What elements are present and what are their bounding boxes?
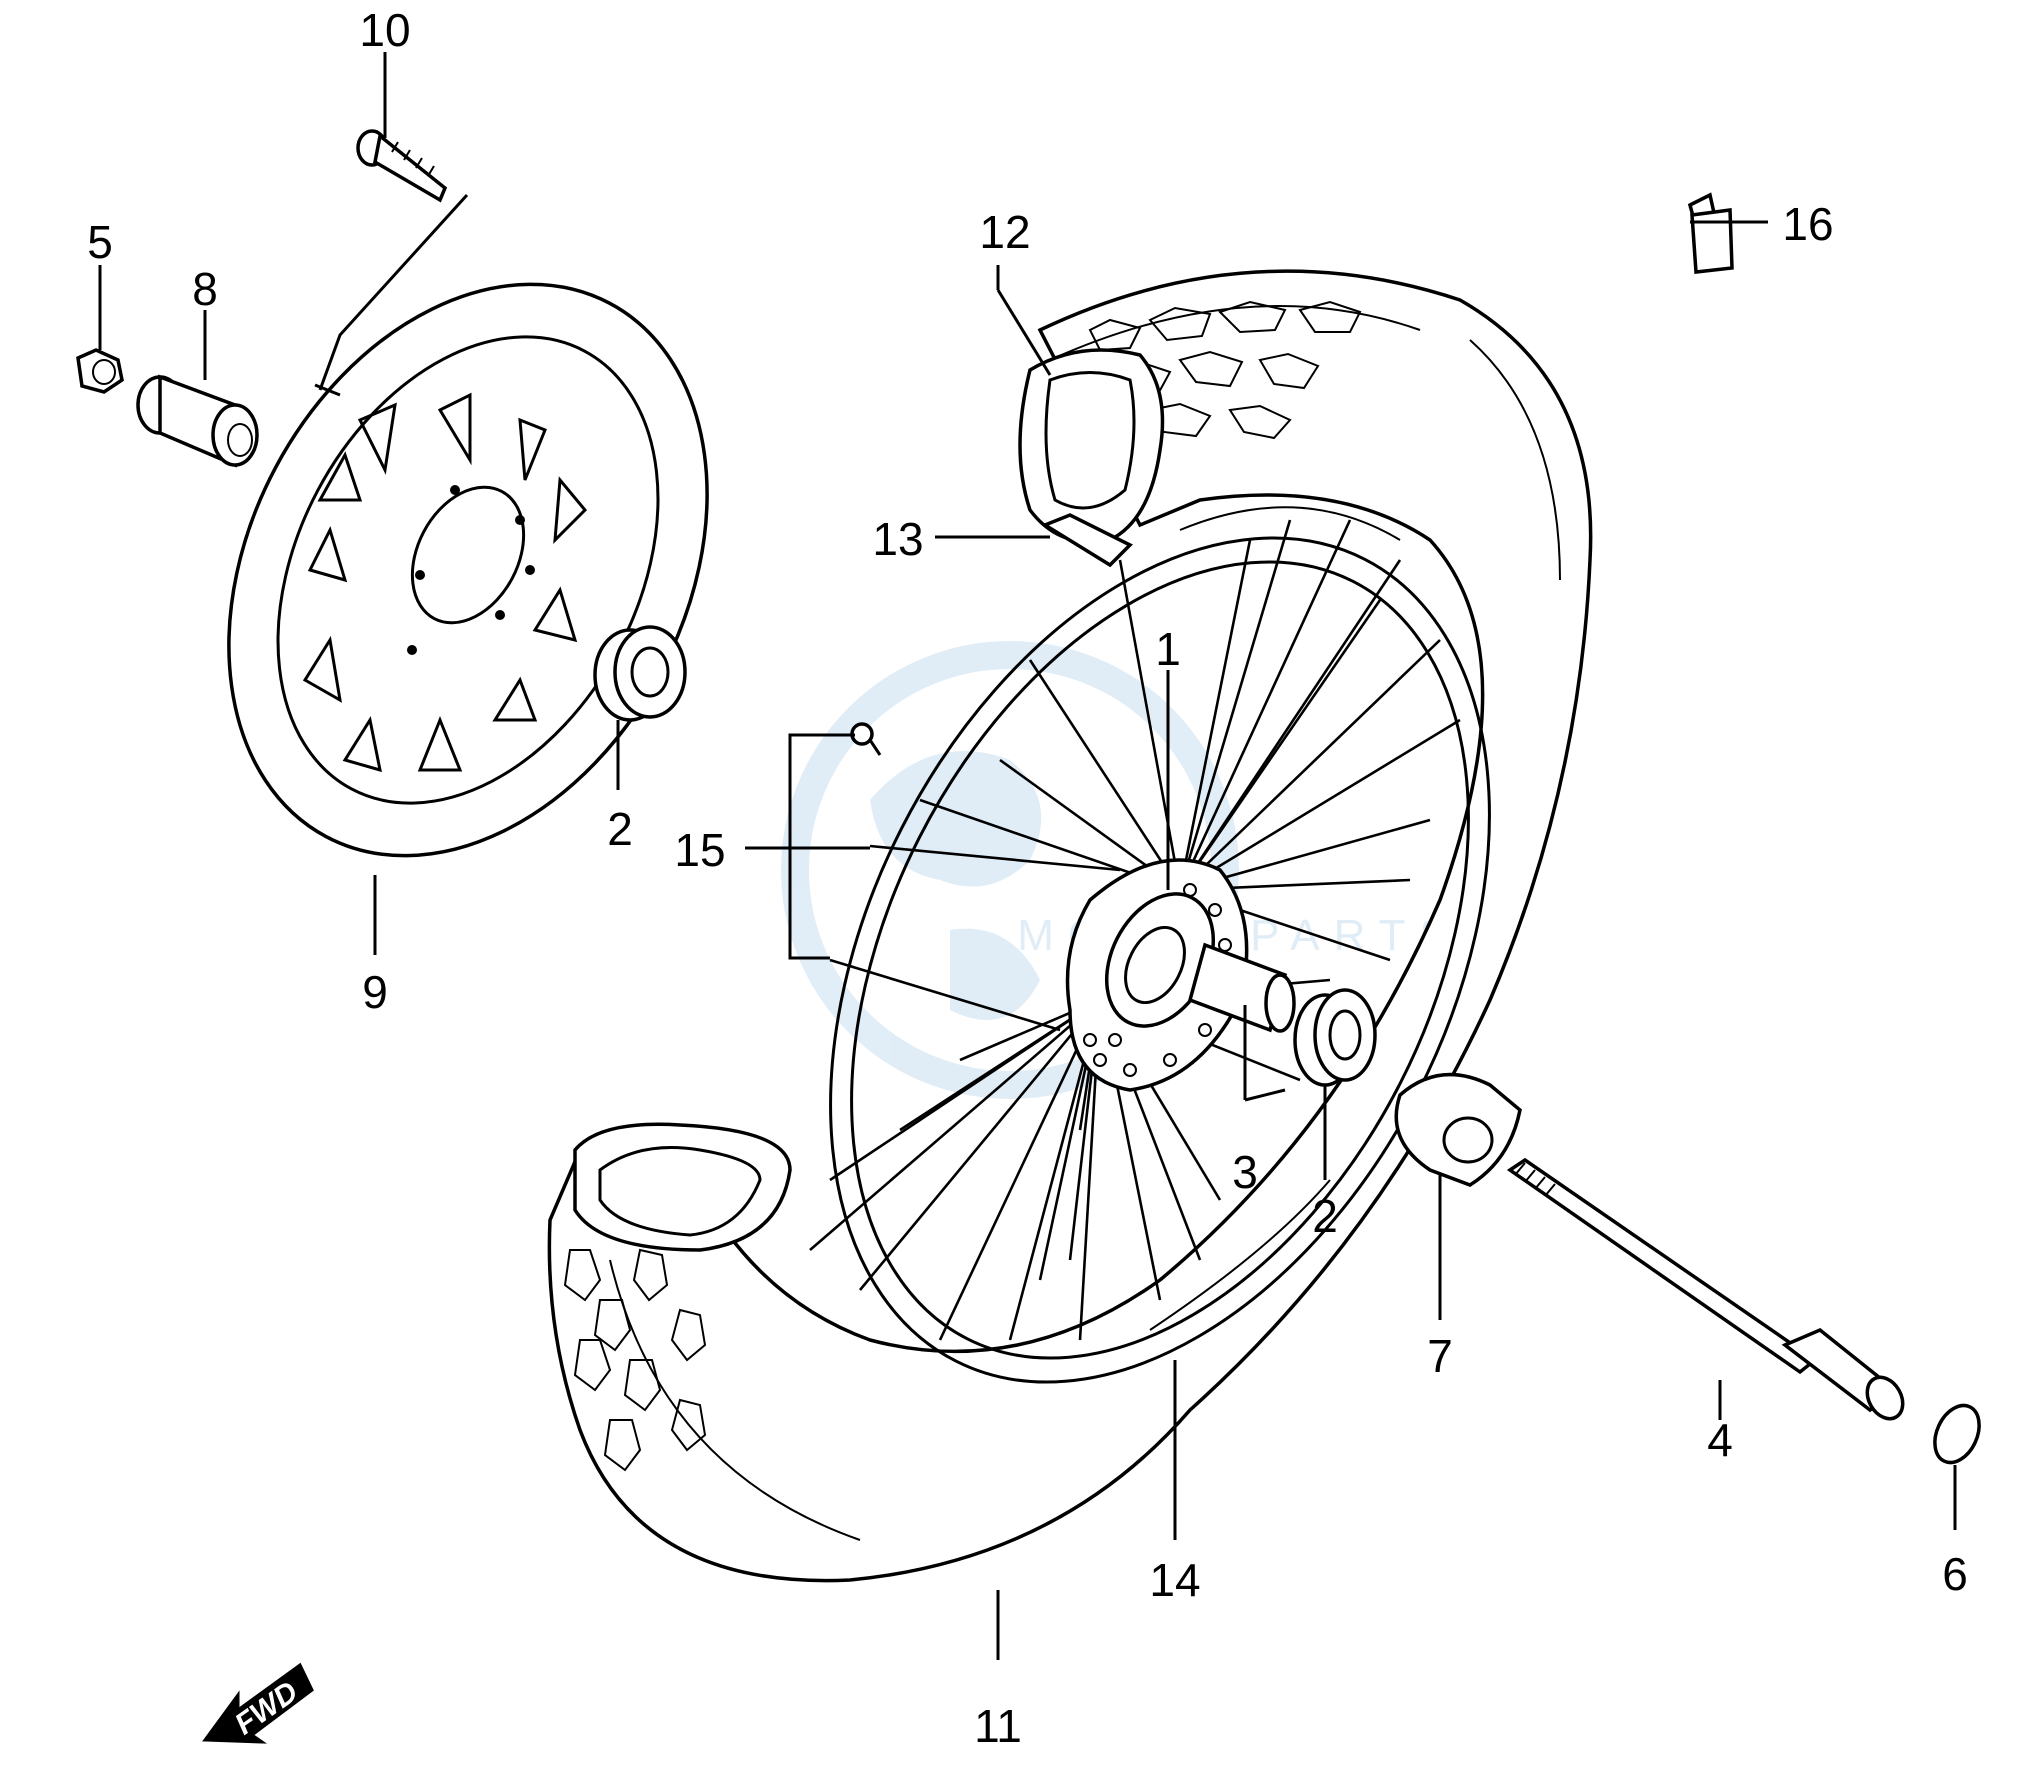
part-16-cap xyxy=(1687,192,1734,274)
hub xyxy=(1065,858,1249,1092)
part-9-brake-disc xyxy=(227,282,709,858)
callout-15: 15 xyxy=(674,824,725,876)
part-7-collar xyxy=(1394,1072,1522,1187)
callout-12: 12 xyxy=(979,206,1030,258)
part-13-rim-band xyxy=(1041,513,1133,568)
part-4-axle xyxy=(1506,1157,1905,1421)
part-15-spoke xyxy=(829,722,1121,1032)
callout-16: 16 xyxy=(1782,198,1833,250)
callout-2-left: 2 xyxy=(607,803,633,855)
callout-14: 14 xyxy=(1149,1554,1200,1606)
leader-lines xyxy=(98,52,1957,1660)
callout-5: 5 xyxy=(87,216,113,268)
part-8-spacer xyxy=(136,374,259,468)
callout-1: 1 xyxy=(1155,623,1181,675)
part-3-spacer-tube xyxy=(1187,942,1296,1033)
callout-10: 10 xyxy=(359,4,410,56)
callout-9: 9 xyxy=(362,966,388,1018)
callout-4: 4 xyxy=(1707,1414,1733,1466)
callout-11: 11 xyxy=(974,1700,1022,1752)
callout-7: 7 xyxy=(1427,1330,1453,1382)
part-5-nut xyxy=(76,348,124,394)
callout-labels: 1 2 2 3 4 5 6 7 8 9 10 11 12 13 14 15 16 xyxy=(87,4,1968,1752)
callout-8: 8 xyxy=(192,263,218,315)
part-12-tube-section xyxy=(1018,348,1165,544)
part-11-tire xyxy=(547,269,1593,1583)
callout-6: 6 xyxy=(1942,1548,1968,1600)
fwd-arrow-icon: FWD xyxy=(202,1662,314,1744)
part-6-cap xyxy=(1933,1403,1981,1465)
callout-2-right: 2 xyxy=(1312,1190,1338,1242)
part-2-bearing-left xyxy=(593,625,687,722)
part-10-bolt xyxy=(356,129,448,203)
callout-13: 13 xyxy=(872,513,923,565)
part-2-bearing-right xyxy=(1293,988,1377,1087)
callout-3: 3 xyxy=(1232,1146,1258,1198)
